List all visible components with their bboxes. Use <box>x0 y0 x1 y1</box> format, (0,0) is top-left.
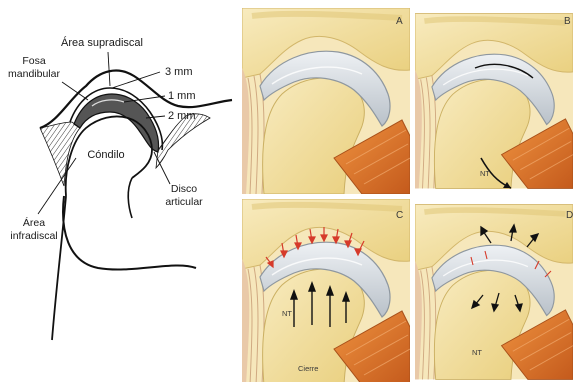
label-area-infra-line2: infradiscal <box>10 230 57 242</box>
panel-D: D NT <box>415 205 573 380</box>
panel-C-note-cierre: Cierre <box>298 364 318 373</box>
panel-D-letter: D <box>566 210 573 221</box>
articular-disc-shape <box>74 94 159 152</box>
panel-D-note-nt: NT <box>472 348 482 357</box>
label-area-infra-line1: Área <box>23 216 45 229</box>
panel-C-note-nt: NT <box>282 309 292 318</box>
label-fosa-line2: mandibular <box>8 68 60 80</box>
label-disco-line1: Disco <box>171 183 197 195</box>
label-condilo: Cóndilo <box>87 149 124 161</box>
panel-A-letter: A <box>396 16 403 27</box>
retrodiscal-hatch <box>40 122 80 186</box>
label-area-supradiscal: Área supradiscal <box>61 36 143 49</box>
ramus-line <box>52 196 66 340</box>
panel-B-note-nt: NT <box>480 169 490 178</box>
label-disco-line2: articular <box>165 196 203 208</box>
label-3mm: 3 mm <box>165 66 193 78</box>
label-2mm: 2 mm <box>168 110 196 122</box>
gutter-vertical <box>410 0 415 382</box>
panel-C-letter: C <box>396 210 403 221</box>
gutter-horizontal <box>242 194 573 199</box>
panel-C: C NT Cierre <box>242 199 410 382</box>
panel-B-letter: B <box>564 16 571 27</box>
label-1mm: 1 mm <box>168 90 196 102</box>
label-fosa-line1: Fosa <box>22 55 46 67</box>
panel-B: B NT <box>415 14 573 189</box>
panel-A: A <box>242 8 410 194</box>
left-diagram: Área supradiscal Fosa mandibular 3 mm 1 … <box>8 36 232 340</box>
